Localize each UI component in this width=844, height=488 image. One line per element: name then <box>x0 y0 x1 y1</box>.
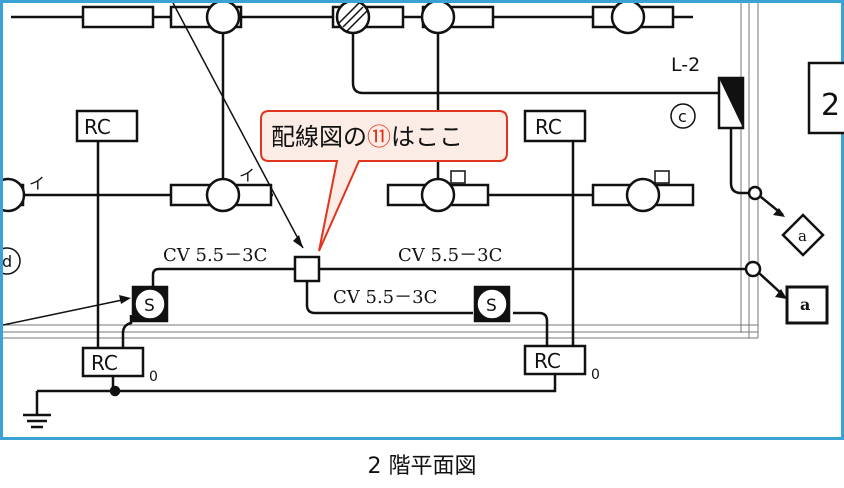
circuit-c-marker <box>670 103 696 129</box>
rc-box-3 <box>81 346 145 378</box>
circuit-a-diamond <box>781 213 825 257</box>
top-fixture-row <box>11 3 693 35</box>
circuit-i-label-2: イ <box>239 166 255 185</box>
rc-box-2 <box>523 109 587 143</box>
callout-bubble <box>260 110 508 252</box>
cable-label-1: CV 5.5－3C <box>163 245 267 266</box>
circuit-d-marker <box>3 247 21 275</box>
floor-plan-drawing: 配線図の⑪はここ CV 5.5－3C CV 5.5－3C CV 5.5－3C R… <box>3 3 844 429</box>
room-number: 2 <box>821 88 840 123</box>
circuit-a-square-label: a <box>800 295 810 314</box>
middle-fixture-row <box>3 177 695 213</box>
cable-label-3: CV 5.5－3C <box>333 287 437 308</box>
switch-2 <box>473 285 511 323</box>
circuit-c-label: c <box>678 107 687 126</box>
ground-symbol <box>23 374 557 429</box>
rc-label-3: RC <box>91 351 118 375</box>
room-number-box <box>807 61 844 135</box>
junction-box <box>293 255 321 283</box>
floor-plan-frame: 配線図の⑪はここ CV 5.5－3C CV 5.5－3C CV 5.5－3C R… <box>0 0 844 440</box>
rc-label-4: RC <box>534 349 561 373</box>
panel-label: L-2 <box>671 54 700 76</box>
rc-suffix-2: 0 <box>591 367 600 383</box>
rc-label-1: RC <box>84 115 111 139</box>
circuit-i-label-1: イ <box>29 174 45 193</box>
distribution-panel-l2 <box>717 76 785 217</box>
switch-label-2: S <box>486 296 497 316</box>
cable-label-2: CV 5.5－3C <box>398 245 502 266</box>
circuit-a-diamond-label: a <box>798 227 807 245</box>
rc-label-2: RC <box>535 115 562 139</box>
rc-box-1 <box>75 109 139 143</box>
switch-1 <box>131 285 169 323</box>
circuit-d-label: d <box>3 252 12 271</box>
switch-label-1: S <box>144 296 155 316</box>
callout-text: 配線図の⑪はここ <box>271 123 463 151</box>
circuit-a-square <box>785 285 829 325</box>
figure-caption: 2 階平面図 <box>367 454 477 479</box>
leader-line <box>172 3 304 249</box>
rc-suffix-1: 0 <box>149 369 158 385</box>
